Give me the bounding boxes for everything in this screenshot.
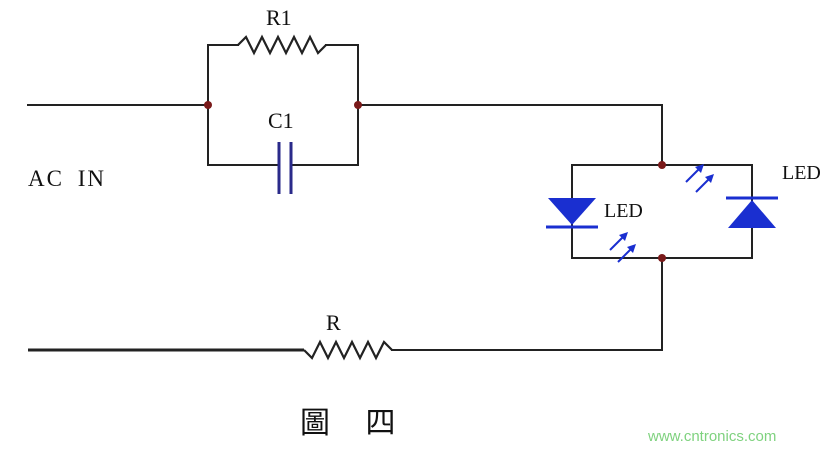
led-left-arrow-2 — [617, 247, 633, 263]
led-right-arrow-1 — [685, 167, 701, 183]
led-left-arrowhead-1 — [619, 232, 628, 241]
label-r1: R1 — [266, 5, 292, 30]
led-right-arrowhead-2 — [705, 174, 714, 183]
figure-caption: 圖 四 — [300, 407, 410, 440]
led-left-arrowhead-2 — [627, 244, 636, 253]
label-c1: C1 — [268, 108, 294, 133]
watermark-text: www.cntronics.com — [648, 428, 777, 445]
junction-dot-bridge-bottom — [658, 254, 666, 262]
label-led-right: LED — [782, 162, 821, 184]
junction-dot-right — [354, 101, 362, 109]
led-right-arrow-2 — [695, 177, 711, 193]
bottom-return-wire — [391, 257, 663, 351]
label-r: R — [326, 310, 341, 335]
r1-c1-right-branch — [325, 44, 359, 166]
led-left-triangle — [548, 198, 596, 225]
top-feed-wire — [357, 104, 663, 166]
junction-dot-left — [204, 101, 212, 109]
label-led-left: LED — [604, 200, 643, 222]
junction-dot-bridge-top — [658, 161, 666, 169]
resistor-r — [303, 339, 393, 361]
led-left-arrow-1 — [609, 235, 625, 251]
led-bridge-loop — [571, 164, 753, 259]
resistor-r1 — [237, 34, 327, 56]
r1-c1-left-branch — [207, 44, 239, 166]
led-right-triangle — [728, 200, 776, 228]
led-right-arrowhead-1 — [695, 164, 704, 173]
label-ac-in: AC IN — [28, 166, 106, 191]
